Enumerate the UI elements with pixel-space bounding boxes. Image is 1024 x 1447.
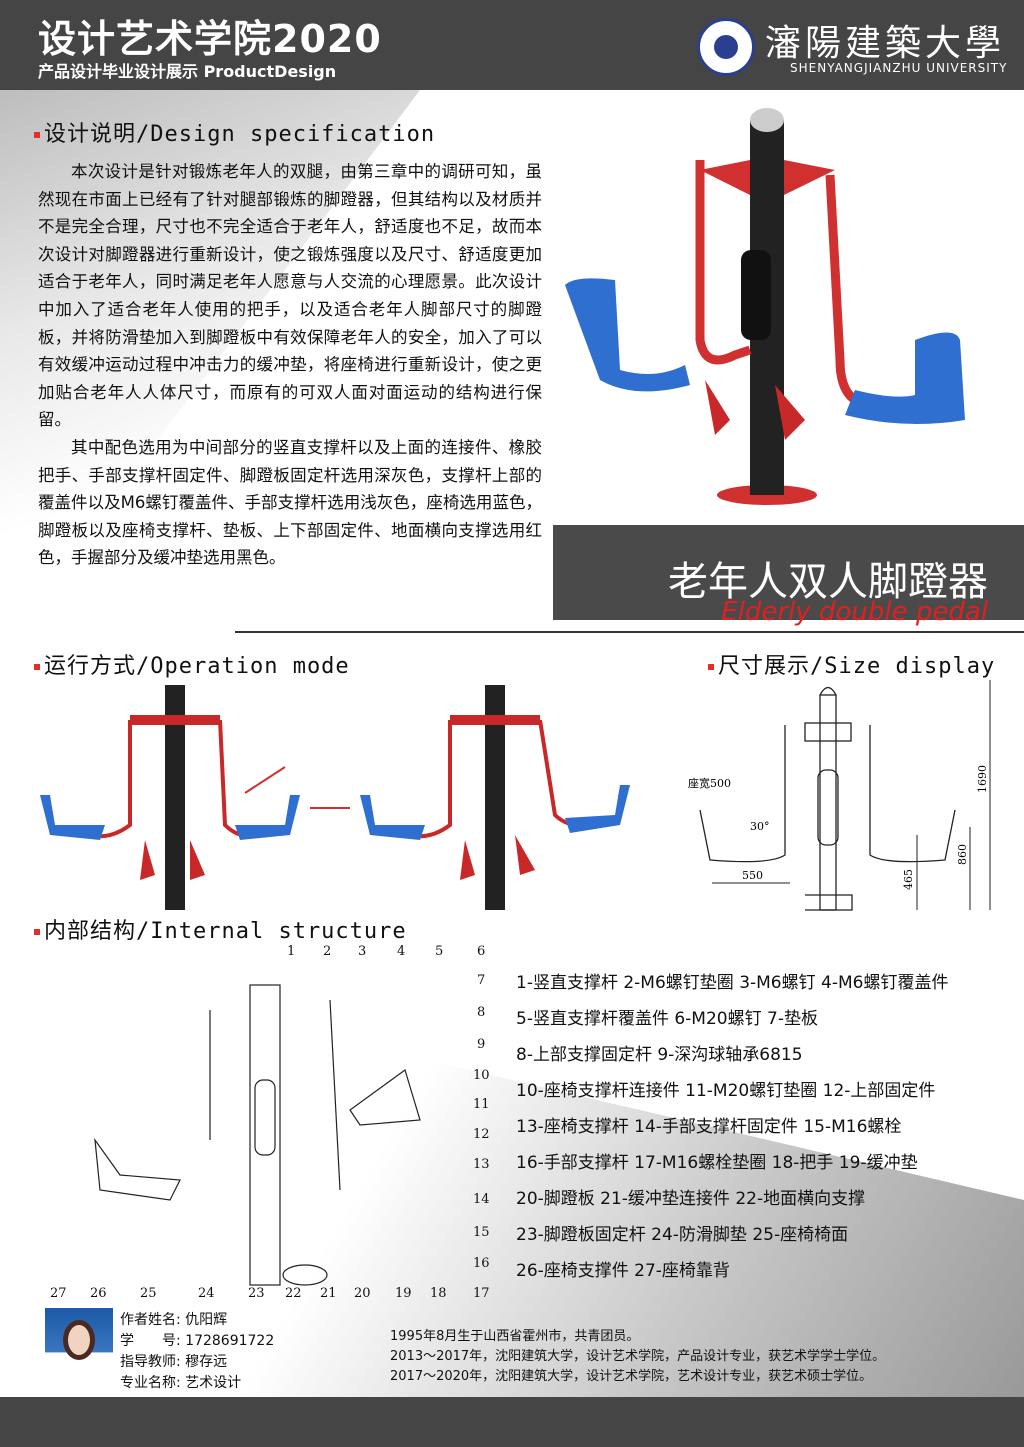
callout-14: 14 [473, 1192, 490, 1207]
parts-line: 10-座椅支撑杆连接件 11-M20螺钉垫圈 12-上部固定件 [516, 1081, 936, 1101]
callout-9: 9 [477, 1037, 485, 1052]
callout-1: 1 [287, 944, 295, 959]
callout-13: 13 [473, 1157, 490, 1172]
author-major: 专业名称: 艺术设计 [120, 1375, 242, 1391]
product-name-en: Elderly double pedal [721, 597, 988, 627]
callout-16: 16 [473, 1256, 490, 1271]
callout-2: 2 [323, 944, 331, 959]
seat-height-label: 465 [902, 869, 915, 890]
bio-line: 2013～2017年，沈阳建筑大学，设计艺术学院，产品设计专业，获艺术学学士学位… [390, 1349, 886, 1364]
callout-11: 11 [473, 1097, 490, 1112]
structure-heading: 内部结构/Internal structure [34, 913, 407, 945]
callout-23: 23 [248, 1286, 265, 1301]
callout-22: 22 [285, 1286, 302, 1301]
bullet-icon [708, 664, 714, 670]
callout-18: 18 [430, 1286, 447, 1301]
parts-line: 20-脚蹬板 21-缓冲垫连接件 22-地面横向支撑 [516, 1189, 866, 1209]
callout-4: 4 [397, 944, 405, 959]
author-id: 学 号: 1728691722 [120, 1333, 275, 1349]
total-height-label: 1690 [976, 765, 989, 793]
divider-line [235, 631, 1024, 633]
bullet-icon [34, 132, 40, 138]
callout-20: 20 [354, 1286, 371, 1301]
bio-line: 2017～2020年，沈阳建筑大学，设计艺术学院，艺术设计专业，获艺术硕士学位。 [390, 1369, 873, 1384]
header-bar: 设计艺术学院2020 产品设计毕业设计展示 ProductDesign 瀋陽建築… [0, 0, 1024, 90]
callout-3: 3 [358, 944, 366, 959]
author-name: 作者姓名: 仇阳辉 [120, 1312, 228, 1328]
callout-27: 27 [50, 1286, 67, 1301]
heading-text: 内部结构/Internal structure [44, 919, 407, 944]
product-name-cn: 老年人双人脚蹬器 [668, 559, 988, 605]
heading-text: 尺寸展示/Size display [718, 654, 996, 679]
callout-8: 8 [477, 1005, 485, 1020]
handle-height-label: 860 [956, 844, 969, 865]
author-photo [45, 1308, 113, 1396]
size-heading: 尺寸展示/Size display [708, 648, 995, 680]
callout-19: 19 [395, 1286, 412, 1301]
design-spec-heading: 设计说明/Design specification [34, 116, 435, 148]
description-p2: 其中配色选用为中间部分的竖直支撑杆以及上面的连接件、橡胶把手、手部支撑杆固定件、… [38, 437, 542, 568]
parts-line: 8-上部支撑固定杆 9-深沟球轴承6815 [516, 1045, 803, 1065]
bio-line: 1995年8月生于山西省霍州市，共青团员。 [390, 1329, 640, 1344]
callout-6: 6 [477, 944, 485, 959]
parts-list: 1-竖直支撑杆 2-M6螺钉垫圈 3-M6螺钉 4-M6螺钉覆盖件 5-竖直支撑… [516, 965, 948, 1289]
author-advisor: 指导教师: 穆存远 [120, 1354, 228, 1370]
callout-5: 5 [435, 944, 443, 959]
heading-text: 运行方式/Operation mode [44, 654, 350, 679]
parts-line: 5-竖直支撑杆覆盖件 6-M20螺钉 7-垫板 [516, 1009, 818, 1029]
university-seal-logo [697, 18, 755, 76]
exploded-diagram: 1 2 3 4 5 6 7 8 9 10 11 12 13 14 15 16 1… [50, 944, 490, 1301]
bullet-icon [34, 664, 40, 670]
product-title-band: 老年人双人脚蹬器 Elderly double pedal [553, 525, 1024, 627]
bullet-icon [34, 929, 40, 935]
size-drawing: 座宽500 30° 550 465 860 1690 [688, 680, 991, 911]
header-title: 设计艺术学院2020 [38, 17, 382, 61]
callout-21: 21 [320, 1286, 337, 1301]
seat-width-label: 座宽500 [688, 776, 731, 790]
angle-label: 30° [750, 820, 770, 833]
callout-12: 12 [473, 1127, 490, 1142]
author-info: 作者姓名: 仇阳辉 学 号: 1728691722 指导教师: 穆存远 专业名称… [120, 1310, 274, 1394]
parts-line: 16-手部支撑杆 17-M16螺栓垫圈 18-把手 19-缓冲垫 [516, 1153, 918, 1173]
description-p1: 本次设计是针对锻炼老年人的双腿，由第三章中的调研可知，虽然现在市面上已经有了针对… [38, 162, 542, 430]
product-render [565, 108, 965, 505]
design-description: 本次设计是针对锻炼老年人的双腿，由第三章中的调研可知，虽然现在市面上已经有了针对… [38, 158, 542, 572]
callout-17: 17 [473, 1286, 490, 1301]
callout-25: 25 [140, 1286, 157, 1301]
parts-line: 23-脚蹬板固定杆 24-防滑脚垫 25-座椅椅面 [516, 1225, 849, 1245]
callout-7: 7 [477, 973, 485, 988]
parts-line: 13-座椅支撑杆 14-手部支撑杆固定件 15-M16螺栓 [516, 1117, 902, 1137]
footer-bar [0, 1397, 1024, 1447]
callout-24: 24 [198, 1286, 215, 1301]
university-name-en: SHENYANGJIANZHU UNIVERSITY [790, 61, 1008, 75]
callout-15: 15 [473, 1225, 490, 1240]
header-subtitle: 产品设计毕业设计展示 ProductDesign [38, 62, 337, 81]
callout-26: 26 [90, 1286, 107, 1301]
parts-line: 1-竖直支撑杆 2-M6螺钉垫圈 3-M6螺钉 4-M6螺钉覆盖件 [516, 973, 949, 993]
operation-heading: 运行方式/Operation mode [34, 648, 350, 680]
university-name-cn: 瀋陽建築大學 [765, 23, 1006, 64]
callout-10: 10 [473, 1068, 490, 1083]
heading-text: 设计说明/Design specification [44, 122, 436, 147]
author-bio: 1995年8月生于山西省霍州市，共青团员。 2013～2017年，沈阳建筑大学，… [390, 1327, 885, 1387]
operation-illustration [40, 685, 630, 910]
parts-line: 26-座椅支撑件 27-座椅靠背 [516, 1261, 730, 1281]
depth-label: 550 [742, 869, 763, 882]
